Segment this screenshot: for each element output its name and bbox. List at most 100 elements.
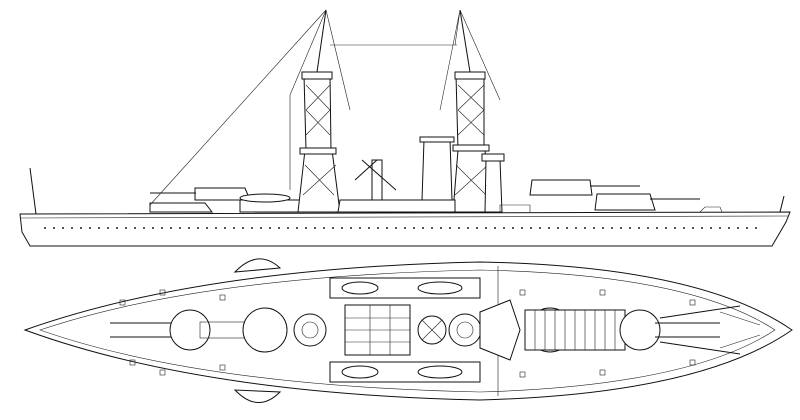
plan-aft-mast	[293, 313, 327, 347]
porthole	[80, 227, 82, 229]
porthole	[413, 227, 415, 229]
profile-funnel-cap	[419, 136, 455, 143]
porthole	[314, 227, 316, 229]
porthole	[332, 227, 334, 229]
porthole	[53, 227, 55, 229]
plan-forward-mast-inner	[456, 321, 474, 339]
porthole	[503, 227, 505, 229]
profile-midship-superstructure	[337, 199, 456, 213]
porthole	[287, 227, 289, 229]
porthole	[44, 227, 46, 229]
porthole	[152, 227, 154, 229]
profile-boat	[239, 193, 291, 203]
porthole	[359, 227, 361, 229]
porthole	[575, 227, 577, 229]
deck-fitting	[689, 359, 696, 366]
profile-bow-jackstaff	[779, 195, 785, 213]
profile-deck-line	[19, 215, 789, 219]
deck-fitting	[119, 299, 126, 306]
porthole	[647, 227, 649, 229]
porthole	[512, 227, 514, 229]
porthole	[485, 227, 487, 229]
porthole	[62, 227, 64, 229]
deck-fitting	[129, 359, 136, 366]
profile-bridge-top	[481, 153, 505, 162]
porthole	[548, 227, 550, 229]
plan-boat-2	[417, 281, 463, 295]
porthole	[728, 227, 730, 229]
deck-fitting	[159, 289, 166, 296]
porthole	[440, 227, 442, 229]
porthole	[242, 227, 244, 229]
porthole	[233, 227, 235, 229]
porthole	[611, 227, 613, 229]
porthole	[269, 227, 271, 229]
porthole	[656, 227, 658, 229]
porthole	[566, 227, 568, 229]
plan-inner-deck-line	[39, 269, 776, 393]
porthole	[449, 227, 451, 229]
plan-boat-4	[417, 365, 463, 379]
porthole	[683, 227, 685, 229]
profile-aft-cage-mast	[297, 9, 341, 213]
porthole	[620, 227, 622, 229]
deck-fitting	[599, 369, 606, 376]
porthole	[395, 227, 397, 229]
plan-boat-1	[341, 281, 379, 295]
plan-deck-fittings	[119, 289, 696, 378]
profile-rigging	[149, 9, 501, 206]
deck-fitting	[219, 294, 226, 301]
plan-aft-mast-inner	[301, 321, 319, 339]
porthole	[98, 227, 100, 229]
plan-midship-detail	[345, 305, 410, 355]
porthole	[602, 227, 604, 229]
porthole	[89, 227, 91, 229]
porthole	[710, 227, 712, 229]
porthole	[251, 227, 253, 229]
profile-portholes	[44, 227, 757, 229]
porthole	[404, 227, 406, 229]
porthole	[341, 227, 343, 229]
porthole	[170, 227, 172, 229]
porthole	[125, 227, 127, 229]
porthole	[296, 227, 298, 229]
porthole	[197, 227, 199, 229]
porthole	[188, 227, 190, 229]
porthole	[458, 227, 460, 229]
plan-aft-turrets	[110, 307, 288, 353]
deck-fitting	[159, 369, 166, 376]
deck-fitting	[519, 371, 526, 378]
porthole	[107, 227, 109, 229]
porthole	[629, 227, 631, 229]
porthole	[755, 227, 757, 229]
porthole	[467, 227, 469, 229]
plan-boat-3	[341, 365, 379, 379]
porthole	[377, 227, 379, 229]
porthole	[161, 227, 163, 229]
porthole	[224, 227, 226, 229]
profile-forward-cage-mast	[452, 9, 491, 213]
profile-aft-turret-lower	[149, 202, 214, 213]
profile-stern-flagpole	[29, 167, 37, 215]
porthole	[350, 227, 352, 229]
porthole	[665, 227, 667, 229]
profile-bridge	[484, 159, 503, 213]
porthole	[143, 227, 145, 229]
porthole	[593, 227, 595, 229]
porthole	[737, 227, 739, 229]
side-profile-view	[19, 9, 791, 247]
plan-funnel-grate	[421, 319, 443, 341]
profile-crane	[354, 159, 397, 200]
porthole	[179, 227, 181, 229]
porthole	[305, 227, 307, 229]
porthole	[521, 227, 523, 229]
deck-fitting	[599, 289, 606, 296]
porthole	[215, 227, 217, 229]
plan-bridge	[479, 299, 521, 361]
plan-forward-turrets	[524, 305, 741, 355]
porthole	[260, 227, 262, 229]
porthole	[746, 227, 748, 229]
profile-funnel	[421, 139, 453, 201]
porthole	[422, 227, 424, 229]
porthole	[368, 227, 370, 229]
